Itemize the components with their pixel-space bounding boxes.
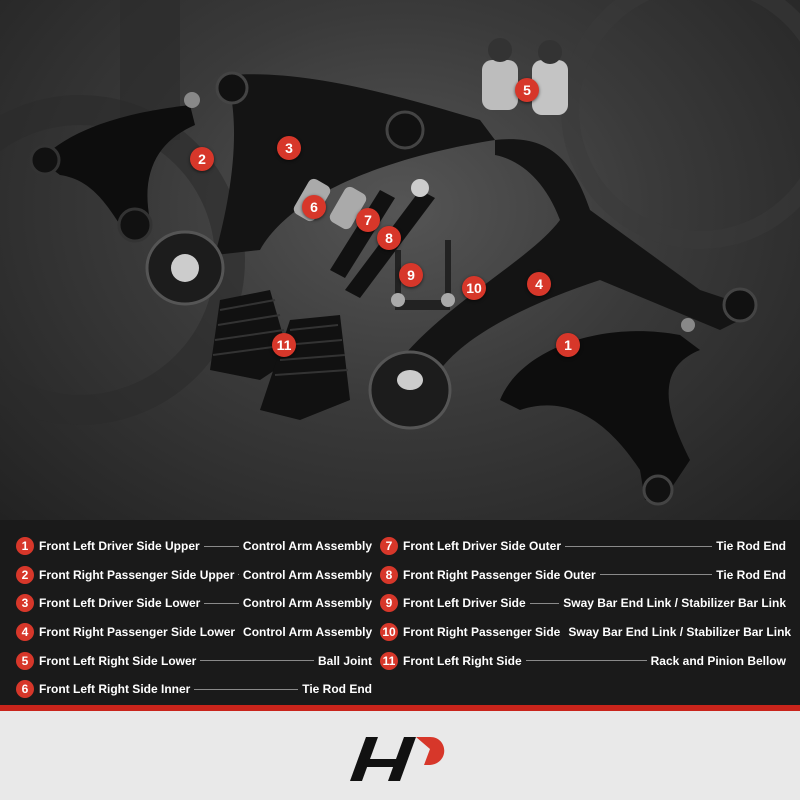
part-badge: 7 (356, 208, 380, 232)
legend-number: 3 (16, 594, 34, 613)
parts-illustration (0, 0, 800, 506)
legend-number: 2 (16, 565, 34, 584)
legend-description: Front Left Driver Side (403, 596, 526, 611)
rack-pinion-bellows (210, 290, 350, 420)
legend-item: 2 Front Right Passenger Side Upper Control… (16, 561, 372, 590)
legend-number: 11 (380, 651, 398, 670)
legend-part-type: Rack and Pinion Bellow (650, 653, 786, 668)
legend-part-type: Tie Rod End (302, 682, 372, 697)
legend-item: 9 Front Left Driver Side Sway Bar End Link… (380, 589, 786, 618)
sway-bar-links (391, 240, 455, 310)
part-badge: 6 (302, 195, 326, 219)
legend-part-type: Tie Rod End (716, 567, 786, 582)
legend-number: 10 (380, 623, 398, 642)
leader-line (194, 688, 299, 690)
lower-control-arm-left (145, 71, 495, 306)
part-badge: 3 (277, 136, 301, 160)
part-badge: 9 (399, 263, 423, 287)
legend-number: 5 (16, 651, 34, 670)
leader-line (599, 574, 713, 576)
upper-control-arm-left (500, 318, 700, 506)
legend-part-type: Ball Joint (317, 653, 372, 668)
leader-line (525, 660, 647, 662)
leader-line (565, 545, 713, 547)
legend-part-type: Sway Bar End Link / Stabilizer Bar Link (563, 596, 786, 611)
legend-description: Front Right Passenger Side (403, 625, 561, 640)
legend-part-type: Control Arm Assembly (242, 567, 372, 582)
legend-description: Front Left Driver Side Lower (39, 596, 201, 611)
legend-item: 7 Front Left Driver Side Outer Tie Rod End (380, 532, 786, 561)
legend-number: 1 (16, 537, 34, 556)
legend-item: 3 Front Left Driver Side Lower Control Arm… (16, 589, 372, 618)
legend-item: 6 Front Left Right Side Inner Tie Rod End (16, 675, 372, 704)
legend-part-type: Tie Rod End (716, 539, 786, 554)
legend-item: 5 Front Left Right Side Lower Ball Joint (16, 646, 372, 675)
legend-part-type: Sway Bar End Link / Stabilizer Bar Link (568, 625, 792, 640)
legend-item: 11 Front Left Right Side Rack and Pinion B… (380, 646, 786, 675)
legend-description: Front Right Passenger Side Upper (39, 567, 235, 582)
part-badge: 10 (462, 276, 486, 300)
legend-number: 9 (380, 594, 398, 613)
part-badge: 4 (527, 272, 551, 296)
legend-description: Front Left Right Side (403, 653, 522, 668)
legend-description: Front Right Passenger Side Lower (39, 625, 236, 640)
legend-item: 1 Front Left Driver Side Upper Control Arm… (16, 532, 372, 561)
legend-item: 8 Front Right Passenger Side Outer Tie Rod… (380, 561, 786, 590)
legend-number: 7 (380, 537, 398, 556)
brand-logo-icon (350, 737, 445, 781)
product-photo: 1 2 3 4 5 6 7 8 9 10 11 (0, 0, 800, 520)
legend-description: Front Left Driver Side Upper (39, 539, 200, 554)
leader-line (203, 545, 239, 547)
red-divider (0, 705, 800, 711)
leader-line (200, 660, 314, 662)
lower-control-arm-right (368, 139, 758, 430)
legend-part-type: Control Arm Assembly (242, 596, 372, 611)
footer (0, 711, 800, 800)
part-badge: 5 (515, 78, 539, 102)
legend-description: Front Right Passenger Side Outer (403, 567, 596, 582)
legend-number: 6 (16, 680, 34, 699)
legend-item: 4 Front Right Passenger Side Lower Control… (16, 618, 372, 647)
leader-line (529, 602, 560, 604)
legend-part-type: Control Arm Assembly (242, 539, 372, 554)
legend-item: 10 Front Right Passenger Side Sway Bar End… (380, 618, 791, 647)
part-badge: 2 (190, 147, 214, 171)
legend-description: Front Left Right Side Lower (39, 653, 197, 668)
part-badge: 11 (272, 333, 296, 357)
part-badge: 1 (556, 333, 580, 357)
legend-description: Front Left Driver Side Outer (403, 539, 562, 554)
legend-number: 8 (380, 565, 398, 584)
legend-number: 4 (16, 623, 34, 642)
ball-joints (482, 38, 568, 115)
upper-control-arm-right (29, 92, 200, 243)
part-badge: 8 (377, 226, 401, 250)
legend-part-type: Control Arm Assembly (243, 625, 373, 640)
leader-line (204, 602, 239, 604)
legend-description: Front Left Right Side Inner (39, 682, 191, 697)
